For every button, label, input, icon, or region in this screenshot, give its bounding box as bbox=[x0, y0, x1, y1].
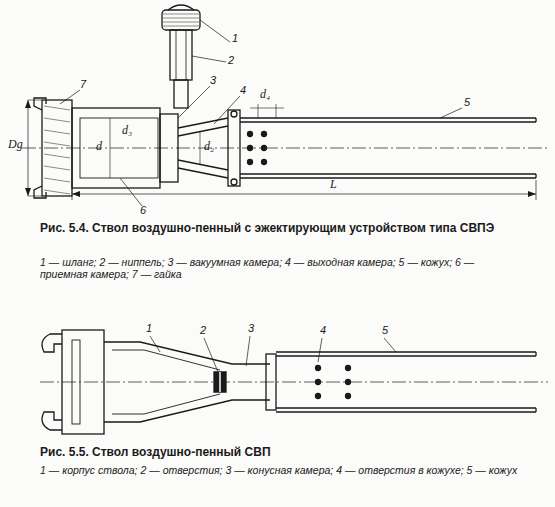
figure-caption: Рис. 5.4. Ствол воздушно-пенный с эжекти… bbox=[40, 222, 520, 236]
callout-number: 2 bbox=[228, 54, 234, 67]
callout-number: 3 bbox=[210, 74, 216, 87]
callout-number: 2 bbox=[200, 324, 206, 337]
legend-text: 1 — шланг; 2 — ниппель; 3 — вакуумная ка… bbox=[40, 256, 520, 280]
dimension-label: d₂ bbox=[204, 140, 214, 154]
callout-number: 1 bbox=[232, 32, 238, 45]
dimension-label: d₃ bbox=[122, 124, 132, 138]
svp-nozzle bbox=[40, 330, 548, 434]
callout-number: 4 bbox=[320, 324, 326, 337]
dimension-label: d₄ bbox=[260, 88, 270, 102]
dimension-label: d bbox=[96, 140, 102, 154]
figure-caption: Рис. 5.5. Ствол воздушно-пенный СВП bbox=[40, 446, 520, 460]
callout-number: 5 bbox=[464, 96, 470, 109]
callout-number: 3 bbox=[248, 322, 254, 335]
svpe-nozzle bbox=[22, 5, 548, 206]
callout-number: 4 bbox=[240, 84, 246, 97]
callout-number: 1 bbox=[146, 322, 152, 335]
callout-number: 7 bbox=[80, 78, 86, 91]
callout-number: 6 bbox=[140, 204, 146, 217]
dimension-label: L bbox=[330, 178, 337, 192]
legend-text: 1 — корпус ствола; 2 — отверстия; 3 — ко… bbox=[40, 464, 520, 476]
dimension-label: Dg bbox=[8, 138, 23, 152]
callout-number: 5 bbox=[382, 324, 388, 337]
